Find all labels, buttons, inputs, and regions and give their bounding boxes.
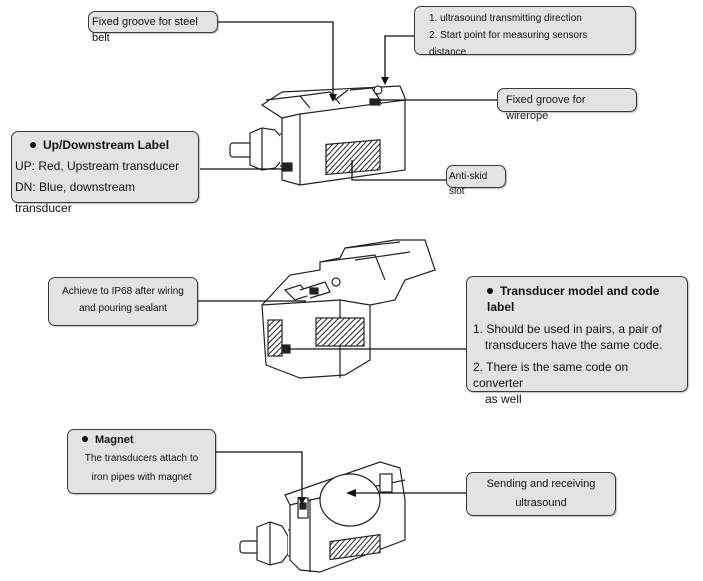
callout-direction-line2: 2. Start point for measuring sensors dis… <box>429 30 588 58</box>
callout-code-item1-line1: 1. Should be used in pairs, a pair of <box>473 322 662 336</box>
callout-code-title: Transducer model and code label <box>487 284 660 314</box>
callout-code-item2-line2: as well <box>485 392 522 406</box>
callout-ip68-line1: Achieve to IP68 after wiring <box>62 286 184 297</box>
callout-magnet: Magnet The transducers attach to iron pi… <box>67 429 216 494</box>
callout-magnet-title-row: Magnet <box>68 432 215 449</box>
callout-sending: Sending and receiving ultrasound <box>466 472 616 516</box>
transducer-magnet-view <box>239 461 406 573</box>
callout-wirerope: Fixed groove for wirerope <box>497 88 637 122</box>
transducer-top-view <box>229 85 406 186</box>
callout-magnet-title: Magnet <box>95 434 134 446</box>
callout-ip68: Achieve to IP68 after wiring and pouring… <box>48 277 198 326</box>
callout-steel-belt: Fixed groove for steel belt <box>88 11 218 44</box>
leader-lines-middle <box>197 300 466 350</box>
callout-code-title-row: Transducer model and code label <box>473 283 681 315</box>
bullet-icon <box>487 287 493 294</box>
callout-updown-title: Up/Downstream Label <box>43 138 170 152</box>
callout-steel-belt-text: Fixed groove for steel belt <box>92 16 198 44</box>
callout-sending-line2: ultrasound <box>515 497 567 509</box>
callout-antiskid: Anti-skid slot <box>446 165 506 197</box>
callout-magnet-line2: iron pipes with magnet <box>91 472 192 483</box>
callout-updown-line1: UP: Red, Upstream transducer <box>15 159 180 173</box>
callout-sending-line1: Sending and receiving <box>486 478 596 490</box>
callout-magnet-line1: The transducers attach to <box>84 453 199 464</box>
callout-code-item1-line2: transducers have the same code. <box>485 338 663 352</box>
bullet-icon <box>82 436 88 443</box>
callout-updown-title-row: Up/Downstream Label <box>15 135 195 156</box>
leader-lines-top <box>200 21 498 181</box>
callout-code-item2-line1: 2. There is the same code on converter <box>473 360 629 390</box>
callout-updown-label: Up/Downstream Label UP: Red, Upstream tr… <box>11 131 199 215</box>
callout-ip68-line2: and pouring sealant <box>79 303 167 314</box>
callout-wirerope-text: Fixed groove for wirerope <box>506 94 586 122</box>
callout-direction-line1: 1. ultrasound transmitting direction <box>429 13 582 24</box>
transducer-open-view <box>261 239 436 379</box>
callout-code-label: Transducer model and code label 1. Shoul… <box>466 276 688 406</box>
leader-lines-bottom <box>216 451 466 502</box>
callout-direction: 1. ultrasound transmitting direction 2. … <box>414 6 636 58</box>
callout-antiskid-text: Anti-skid slot <box>449 171 488 197</box>
bullet-icon <box>30 141 36 148</box>
callout-updown-line2: DN: Blue, downstream transducer <box>15 180 136 215</box>
